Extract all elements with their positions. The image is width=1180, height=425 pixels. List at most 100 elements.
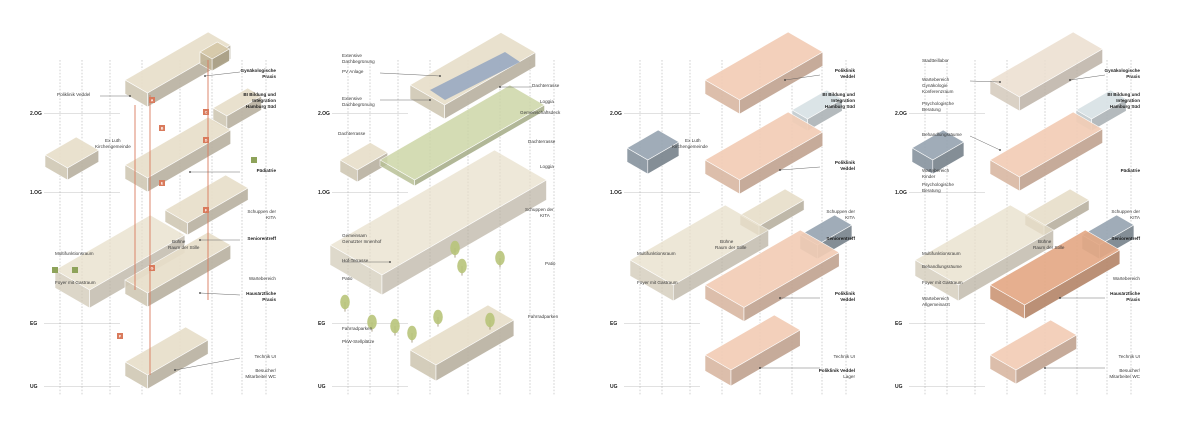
tree [450, 240, 460, 258]
leader-line [1069, 74, 1106, 81]
panel2-label: PkW-Stellplätze [342, 339, 375, 344]
leader-dot [199, 239, 201, 241]
panel1-label: Besucher/ [255, 368, 276, 373]
marker-badge [203, 207, 209, 213]
panel4-label: Mitarbeiter WC [1109, 374, 1140, 379]
level-label: UG [318, 384, 326, 390]
marker-badge [149, 97, 155, 103]
leader-line [199, 292, 241, 296]
panel2-label: PV Anlage [342, 69, 364, 74]
panel3-label: Veddel [840, 166, 855, 171]
panel4-label: Konferenzraum [922, 89, 954, 94]
leader-dot [784, 79, 786, 81]
level-label: EG [895, 321, 902, 327]
tree [457, 258, 467, 276]
panel2-label: Gemeinschaftsdeck [520, 110, 561, 115]
level-label: 1.OG [30, 190, 42, 196]
kita-block-side-right [187, 187, 249, 236]
panel4-label: Psychologische [922, 101, 954, 106]
gyn-tower-side-right [211, 48, 230, 72]
leader-dot [759, 367, 761, 369]
hausarzt-block-side-right [147, 244, 231, 308]
ug-block-side-right [1015, 334, 1077, 385]
panel2-label: Fahrradparken [528, 314, 559, 319]
panel4-label: BI Bildung und [1107, 92, 1140, 97]
panel1-label: Mitarbeiter WC [245, 374, 276, 379]
panel1-label: Praxis [262, 297, 276, 302]
green-marker [251, 157, 257, 163]
level-label: UG [30, 384, 38, 390]
panel1-label: Wartebereich [249, 276, 277, 281]
panel2-label: Extensive [342, 96, 362, 101]
marker-badge [159, 180, 165, 186]
panel3-label: Poliklinik [835, 160, 856, 165]
panel4-label: Gynäkologische [1105, 68, 1141, 73]
panel4-label: Beratung [922, 188, 941, 193]
panel3-label: Veddel [840, 74, 855, 79]
eg-block [914, 204, 1055, 302]
leader-dot [999, 81, 1001, 83]
marker-letter: G [151, 266, 154, 270]
panel3-label: Schuppen der [826, 209, 855, 214]
church-block-side-right [647, 141, 680, 175]
panel2-label: Schuppen der [525, 207, 554, 212]
green-marker [72, 267, 78, 273]
panel1-label: Integration [252, 98, 276, 103]
panel4-label: Behandlungsräume [922, 132, 962, 137]
paediatrie-block-side-right [1019, 128, 1103, 192]
green-roof-block [379, 84, 546, 187]
panel1-label: BI Bildung und [243, 92, 276, 97]
panel3-label: Lager [843, 374, 855, 379]
panel3-label: Poliklinik [835, 68, 856, 73]
ug-block [124, 326, 209, 390]
church-block-side-right [932, 141, 965, 175]
poliklinik-1og [704, 111, 824, 195]
poliklinik-ug-side-right [730, 329, 801, 387]
panel2-label: Dachterrasse [528, 139, 556, 144]
panel2-label: Dachbegrünung [342, 102, 375, 107]
leader-dot [1069, 79, 1071, 81]
leader-dot [999, 149, 1001, 151]
panel3-label: Veddel [840, 297, 855, 302]
tree [407, 325, 417, 343]
gyn-block [989, 31, 1104, 112]
panel2-label: Patio [545, 261, 556, 266]
leader-dot [189, 171, 191, 173]
panel4-label: Allgemeinarzt [922, 302, 951, 307]
church-block [44, 136, 100, 181]
panel3-label: Poliklinik Veddel [819, 368, 855, 373]
panel1-label: Multifunktionsraum [55, 251, 94, 256]
panel2-label: Extensive [342, 53, 362, 58]
leader-line [779, 166, 821, 171]
marker-badge [203, 109, 209, 115]
panel2-label: Gemeinsam [342, 233, 367, 238]
paediatrie-block-side-right [147, 129, 231, 193]
marker-letter: F [205, 208, 208, 212]
panel4-label: Hausärztliche [1110, 291, 1140, 296]
marker-badge [203, 137, 209, 143]
marker-letter: D [205, 138, 208, 142]
panel2-label: Fahrradparken [342, 326, 373, 331]
panel2-label: Dachterrasse [532, 83, 560, 88]
leader-dot [429, 99, 431, 101]
eg-block-side-right [672, 229, 769, 302]
panel3-label: Seniorentreff [826, 236, 855, 241]
panel4-label: Raum der Stille [1033, 245, 1065, 250]
panel4-label: KITA [1130, 215, 1141, 220]
marker-letter: A [151, 98, 154, 102]
panel4-label: Hamburg Süd [1110, 104, 1140, 109]
level-label: 1.OG [610, 190, 622, 196]
panel1-label: Hamburg Süd [246, 104, 276, 109]
panel2-label: Loggia [540, 164, 554, 169]
marker-badge [159, 125, 165, 131]
hausarzt-block [989, 229, 1121, 320]
panel1-label: Technik UI [255, 354, 276, 359]
marker-letter: P [119, 334, 122, 338]
eg-block-side-right [957, 229, 1054, 302]
leader-dot [499, 86, 501, 88]
level-label: 2.OG [895, 111, 907, 117]
tree [433, 309, 443, 327]
